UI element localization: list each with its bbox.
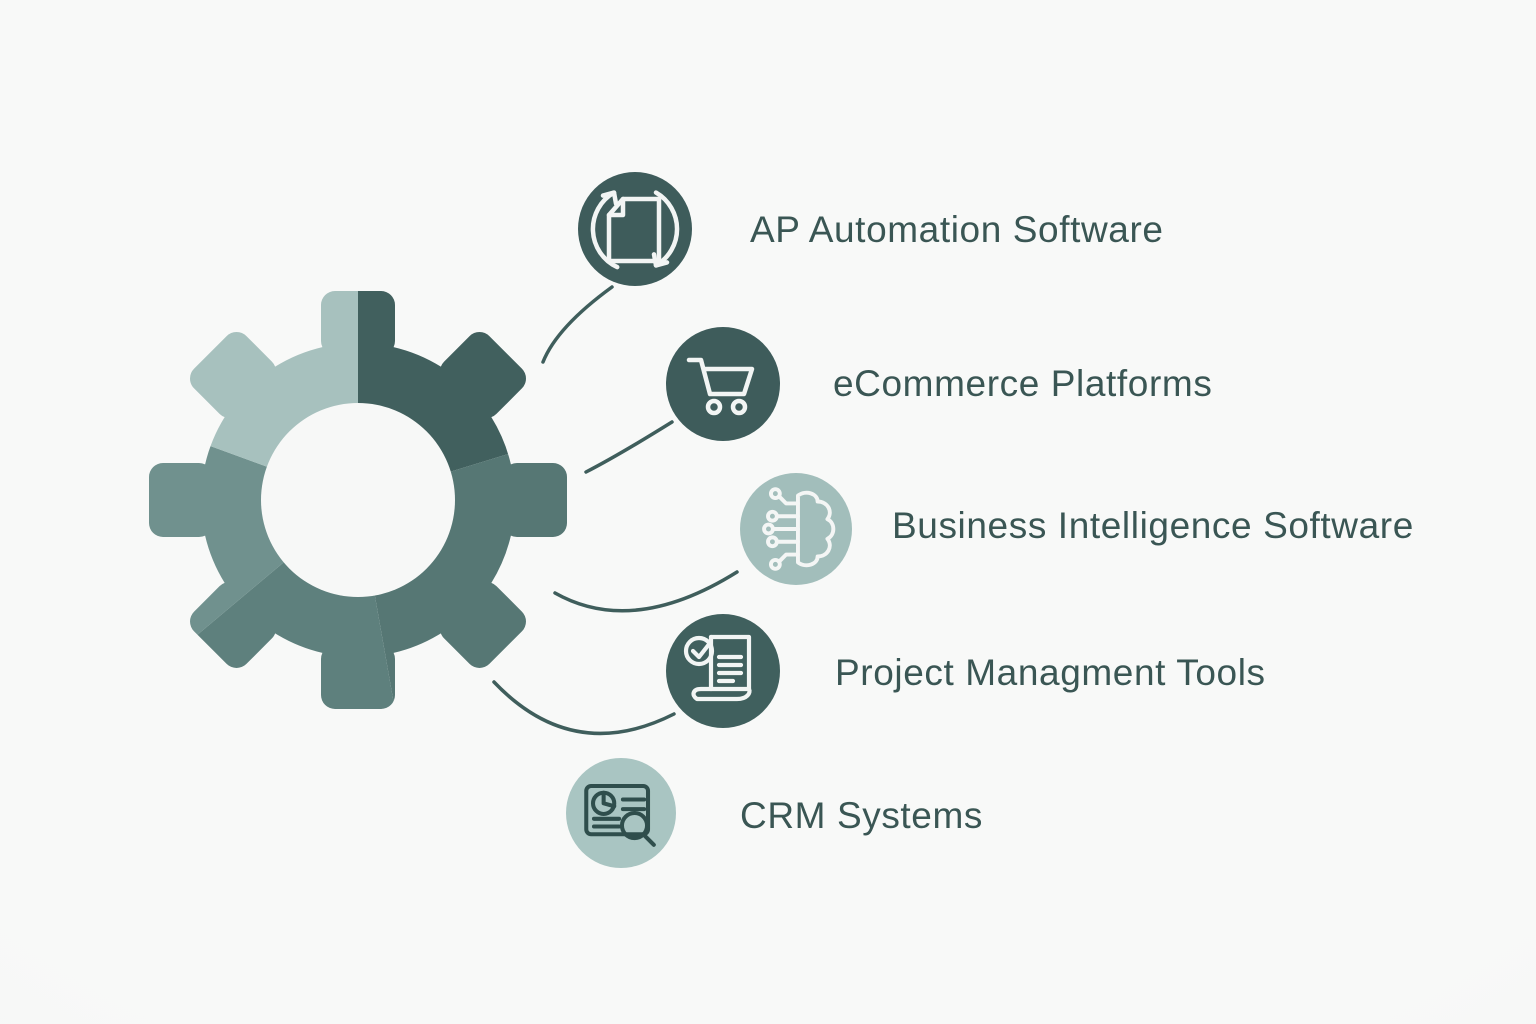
label-ap-automation: AP Automation Software xyxy=(750,209,1164,251)
connector-bi xyxy=(553,570,739,613)
label-ecommerce: eCommerce Platforms xyxy=(833,363,1213,405)
connector-ecommerce xyxy=(584,420,674,474)
sync-document-icon xyxy=(590,190,680,270)
connector-project xyxy=(492,680,676,736)
checklist-scroll-icon xyxy=(683,634,752,702)
connector-lines xyxy=(492,285,739,736)
item-circle-crm xyxy=(566,758,676,868)
label-business-intelligence: Business Intelligence Software xyxy=(892,505,1414,547)
item-circle-project-management xyxy=(666,614,780,728)
connector-ap-automation xyxy=(541,285,614,364)
label-project-management: Project Managment Tools xyxy=(835,652,1266,694)
ai-brain-icon xyxy=(762,487,836,571)
item-circle-ap-automation xyxy=(578,172,692,286)
item-circle-business-intelligence xyxy=(740,473,852,585)
item-circle-ecommerce xyxy=(666,327,780,441)
shopping-cart-icon xyxy=(686,357,755,416)
report-search-icon xyxy=(584,783,656,847)
gear-center-hole xyxy=(261,403,455,597)
label-crm: CRM Systems xyxy=(740,795,983,837)
